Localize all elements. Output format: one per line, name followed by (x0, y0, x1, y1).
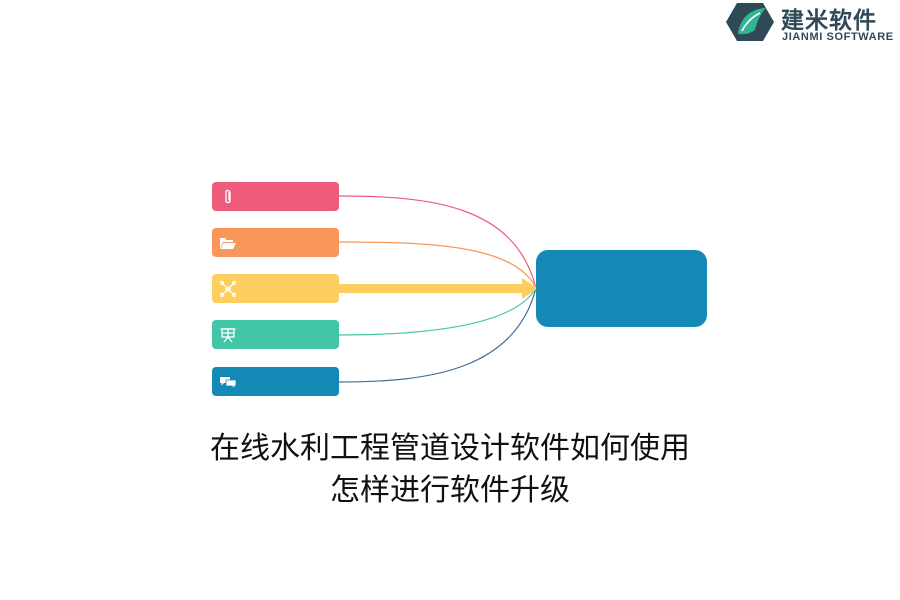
item-bar-5 (212, 367, 339, 396)
item-bar-2 (212, 228, 339, 257)
item-bar-1 (212, 182, 339, 211)
connector-3-shaft (339, 284, 523, 293)
item-bar-3 (212, 274, 339, 303)
connector-1 (338, 195, 537, 289)
jianmi-logo-icon (726, 3, 774, 41)
connector-5 (338, 287, 537, 383)
connector-2 (338, 241, 537, 289)
caption-line-2: 怎样进行软件升级 (330, 473, 570, 508)
hub-node (536, 250, 707, 327)
connector-3-arrowhead (522, 278, 538, 299)
connector-4 (338, 287, 537, 336)
paperclip-icon (225, 189, 231, 204)
logo-chinese-name: 建米软件 (781, 8, 877, 34)
brand-logo: 建米软件 JIANMI SOFTWARE (724, 0, 900, 48)
chat-bubbles-icon (220, 377, 237, 390)
folder-icon (220, 238, 236, 249)
item-bar-4 (212, 320, 339, 349)
network-icon (219, 280, 237, 298)
caption-line-1: 在线水利工程管道设计软件如何使用 (210, 431, 690, 466)
logo-english-name: JIANMI SOFTWARE (782, 31, 894, 43)
presentation-board-icon (220, 328, 236, 343)
